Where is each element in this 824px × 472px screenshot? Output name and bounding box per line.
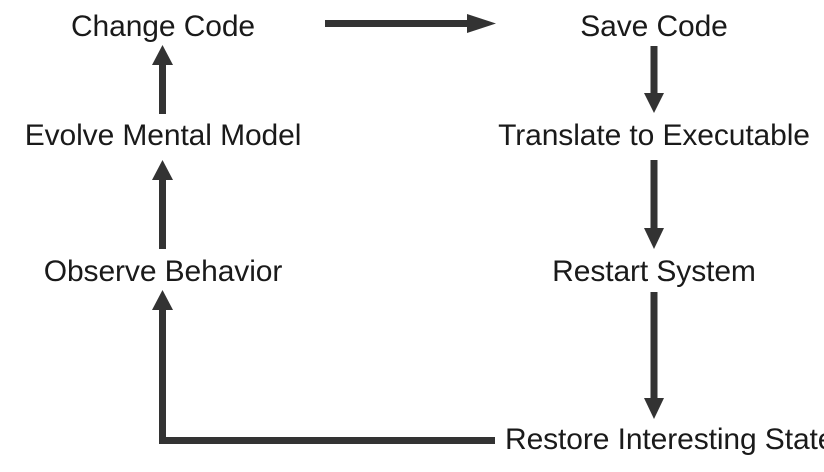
node-translate-to-executable[interactable]: Translate to Executable (498, 119, 810, 152)
arrow-change-code-to-save-code (325, 14, 496, 33)
node-restart-system[interactable]: Restart System (552, 255, 756, 288)
arrow-translate-to-restart (644, 160, 664, 249)
node-change-code[interactable]: Change Code (70, 10, 256, 43)
arrow-restore-to-observe (152, 290, 495, 444)
node-restore-interesting-state[interactable]: Restore Interesting State (505, 423, 824, 456)
node-evolve-mental-model[interactable]: Evolve Mental Model (24, 119, 302, 152)
arrow-save-code-to-translate (644, 46, 664, 113)
node-observe-behavior[interactable]: Observe Behavior (43, 255, 283, 288)
arrow-observe-to-evolve (152, 160, 173, 249)
arrow-restart-to-restore (644, 292, 664, 419)
node-save-code[interactable]: Save Code (580, 10, 728, 43)
arrow-evolve-to-change-code (152, 45, 173, 114)
